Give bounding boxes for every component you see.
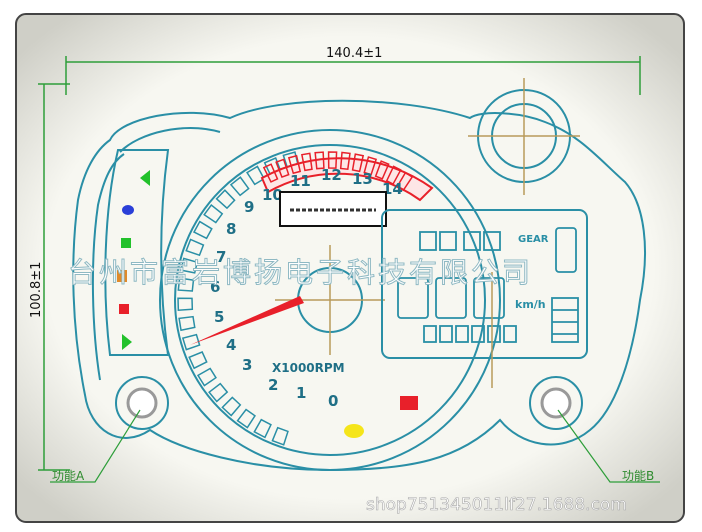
redline-segment xyxy=(385,165,402,186)
indicator-strip xyxy=(104,149,170,356)
function-b-knob-ring xyxy=(529,376,583,430)
company-watermark: 台州市富岩博扬电子科技有限公司 xyxy=(68,256,533,289)
redline-segment xyxy=(351,153,365,173)
tachometer-bezel xyxy=(159,129,501,471)
rpm-tick-labels: 2 1 0 3 4 5 6 7 8 9 10 11 12 13 14 X1000… xyxy=(210,166,403,410)
function-a-label: 功能A xyxy=(52,469,85,483)
tick-label-3: 3 xyxy=(242,356,252,374)
rpm-segment xyxy=(215,189,236,210)
tachometer-face xyxy=(174,144,486,456)
function-b-knob xyxy=(540,387,572,419)
redline-segment xyxy=(301,152,313,172)
engine-indicator xyxy=(344,424,364,438)
tick-label-6: 6 xyxy=(210,278,220,296)
rpm-segment xyxy=(185,238,205,257)
fuel-indicator xyxy=(117,270,127,282)
tick-label-14: 14 xyxy=(382,180,403,198)
rpm-segment xyxy=(271,426,289,446)
function-a-knob-ring xyxy=(115,376,169,430)
lcd-panel xyxy=(381,209,588,359)
tick-label-5: 5 xyxy=(214,308,224,326)
redline-segment xyxy=(287,154,302,175)
rpm-segment xyxy=(178,315,196,332)
redline-segment xyxy=(396,171,414,192)
tick-label-11: 11 xyxy=(290,172,311,190)
rpm-segment xyxy=(196,367,217,387)
tick-label-10: 10 xyxy=(262,186,283,204)
function-b-leader xyxy=(557,409,660,483)
tick-label-13: 13 xyxy=(352,170,373,188)
rpm-segment xyxy=(229,176,250,197)
tick-label-12: 12 xyxy=(321,166,342,184)
shop-watermark: shop751345011lf27.1688.com xyxy=(366,495,627,515)
turn-right-indicator xyxy=(122,334,132,350)
rpm-segments xyxy=(177,151,300,446)
tick-label-4: 4 xyxy=(226,336,236,354)
speed-unit-label: km/h xyxy=(515,298,546,311)
rpm-segment xyxy=(192,220,213,240)
rpm-segment xyxy=(246,165,266,186)
high-beam-indicator xyxy=(122,205,134,215)
rpm-segment xyxy=(177,297,194,312)
rpm-segment xyxy=(181,333,201,351)
tick-label-8: 8 xyxy=(226,220,236,238)
width-dimension-label: 140.4±1 xyxy=(326,46,382,61)
rpm-segment xyxy=(236,408,256,429)
tick-label-9: 9 xyxy=(244,198,254,216)
redline-segment xyxy=(363,156,378,176)
rpm-segment xyxy=(221,396,242,417)
rpm-needle xyxy=(190,296,304,345)
tick-label-0: 0 xyxy=(328,392,338,410)
rpm-segment xyxy=(208,382,229,403)
rpm-unit-label: X1000RPM xyxy=(272,361,345,375)
warning-indicator xyxy=(400,396,418,410)
neutral-indicator xyxy=(121,238,131,248)
turn-left-indicator xyxy=(140,170,150,186)
height-dimension-label: 100.8±1 xyxy=(29,262,44,318)
redline-segment xyxy=(275,158,290,179)
tick-label-1: 1 xyxy=(296,384,306,402)
lcd-segments xyxy=(397,227,579,343)
gear-label: GEAR xyxy=(518,234,549,245)
redline-segment xyxy=(374,160,390,180)
housing-inner xyxy=(91,127,221,381)
redline-segment xyxy=(327,151,338,169)
redline-segment xyxy=(262,163,279,183)
dimension-lines xyxy=(38,56,641,471)
function-a-knob xyxy=(126,387,158,419)
rpm-segment xyxy=(203,203,224,224)
function-a-leader xyxy=(50,409,141,483)
redline-segments xyxy=(262,151,414,192)
redline-segment xyxy=(339,151,351,171)
housing-outline xyxy=(72,99,646,472)
rpm-segment xyxy=(188,351,208,370)
function-b-label: 功能B xyxy=(622,469,654,483)
rpm-segment xyxy=(180,257,199,274)
tick-label-7: 7 xyxy=(216,248,226,266)
drawing-frame xyxy=(15,13,685,523)
oil-indicator xyxy=(119,304,129,314)
rpm-segment xyxy=(253,418,272,439)
tick-label-2: 2 xyxy=(268,376,278,394)
redline-segment xyxy=(314,151,325,170)
rpm-segment xyxy=(177,277,195,292)
